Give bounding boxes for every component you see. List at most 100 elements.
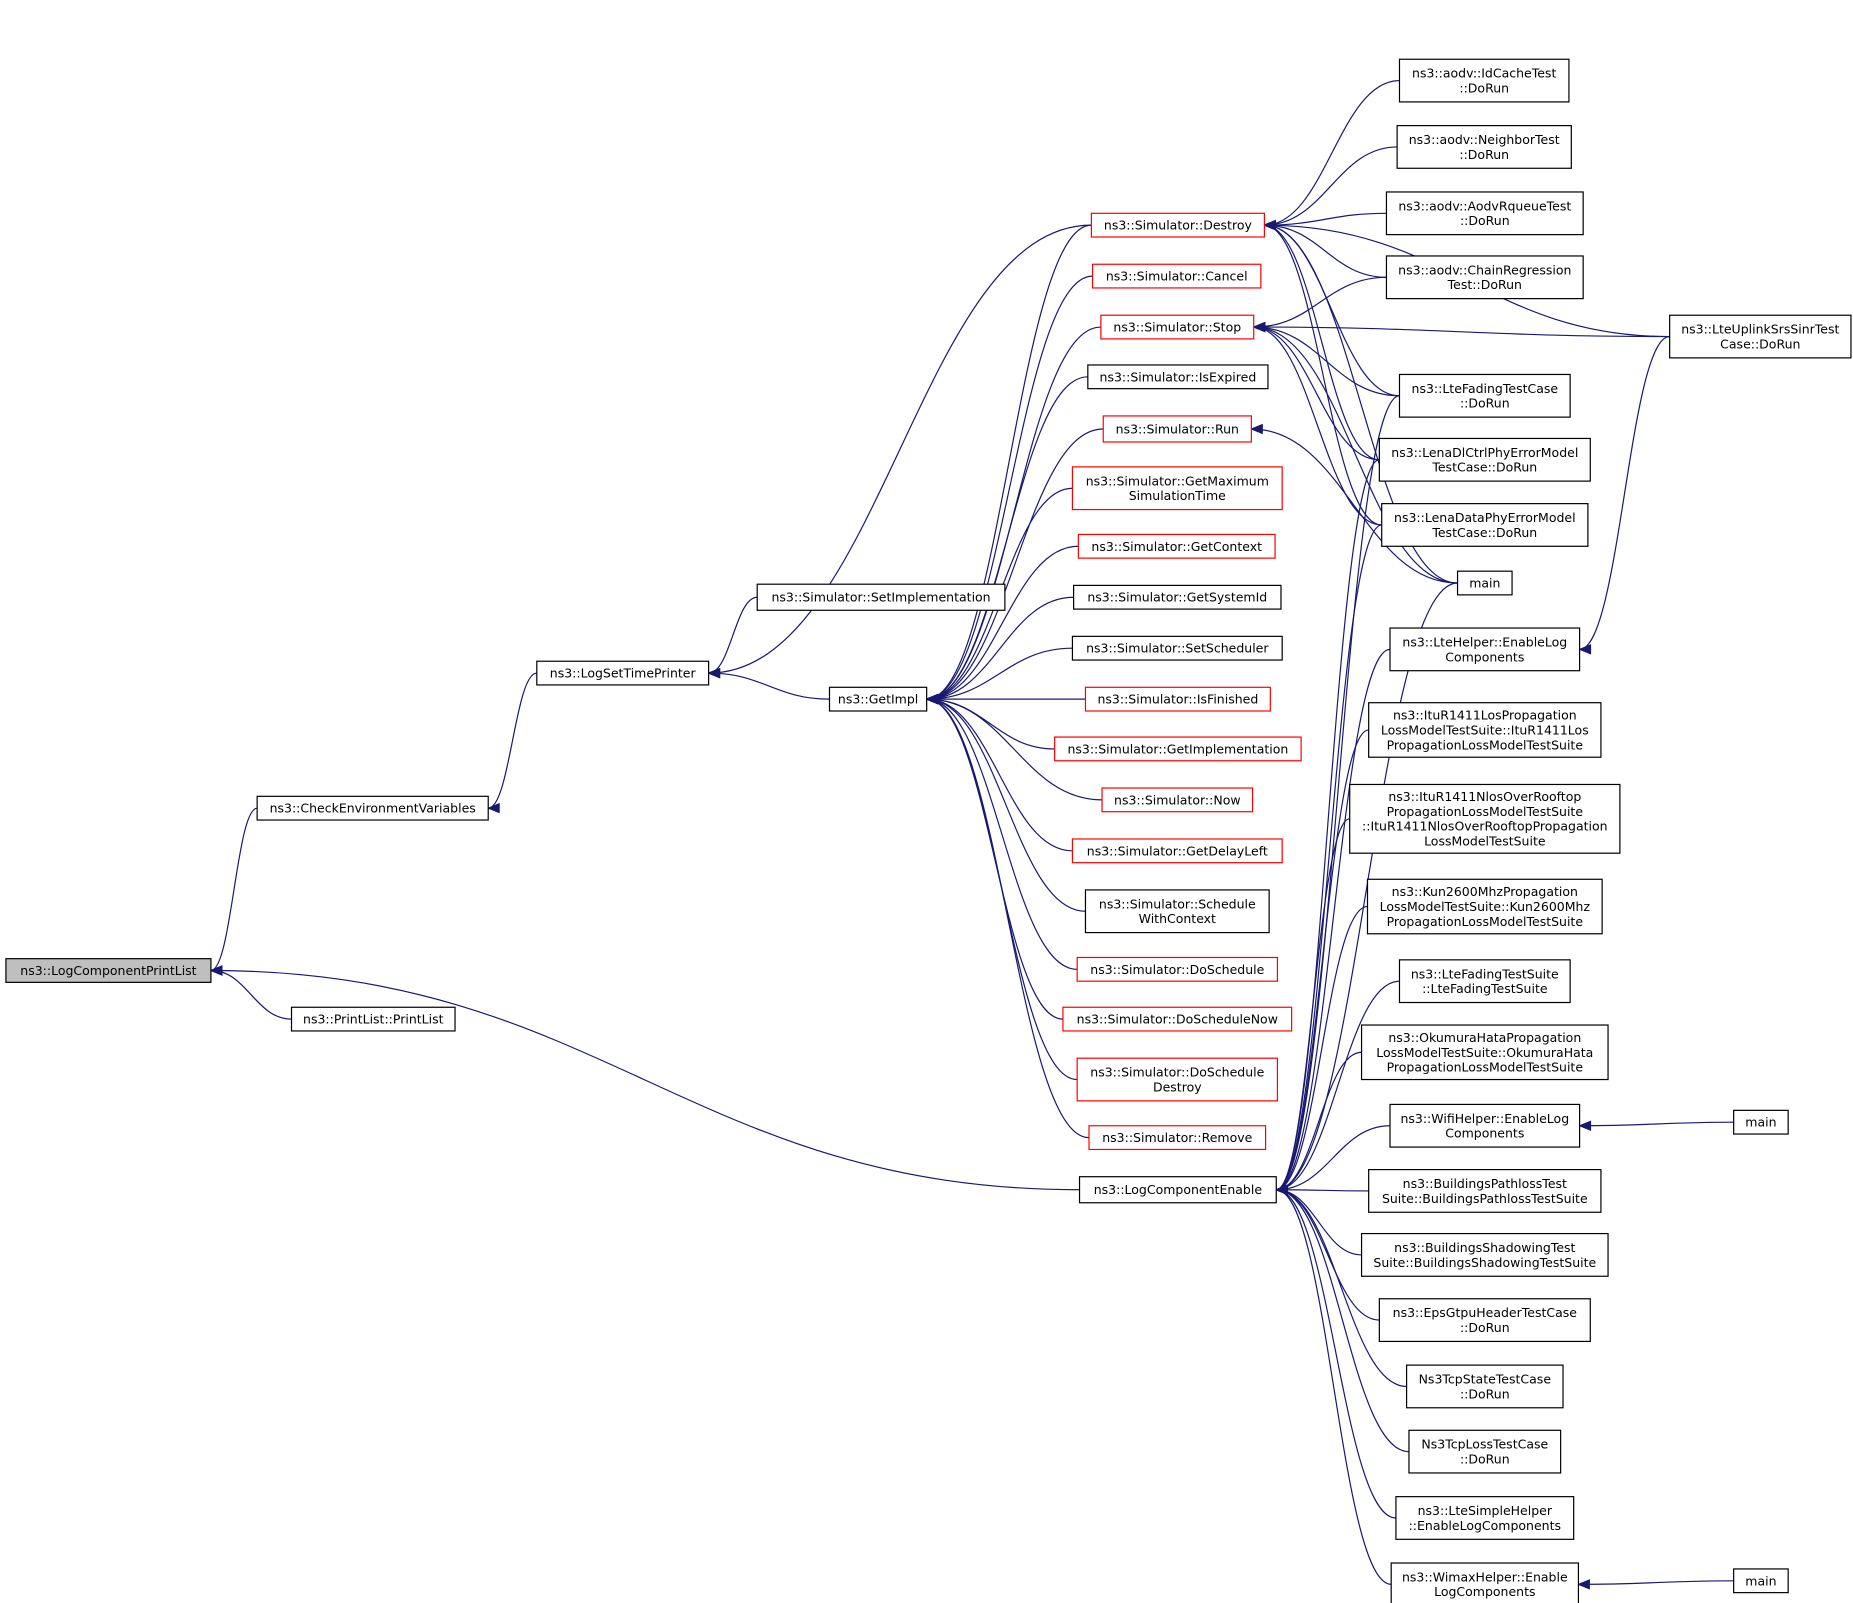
edge-itur1411nlos-to-logcompenable — [1276, 818, 1350, 1191]
node-label-main3-line-0: main — [1745, 1573, 1776, 1588]
node-setimpl[interactable]: ns3::Simulator::SetImplementation — [756, 583, 1006, 611]
node-box-cancel — [1091, 263, 1262, 289]
node-label-okumura-line-1: LossModelTestSuite::OkumuraHata — [1376, 1045, 1593, 1060]
node-logsettime[interactable]: ns3::LogSetTimePrinter — [536, 660, 710, 686]
edge-destroy-to-getimpl — [926, 224, 1092, 700]
node-ltehelper[interactable]: ns3::LteHelper::EnableLogComponents — [1389, 627, 1581, 672]
node-getdelay[interactable]: ns3::Simulator::GetDelayLeft — [1071, 838, 1283, 864]
node-label-chainreg-line-0: ns3::aodv::ChainRegression — [1398, 262, 1571, 277]
node-label-wifihelper-line-0: ns3::WifiHelper::EnableLog — [1400, 1111, 1569, 1126]
node-now[interactable]: ns3::Simulator::Now — [1101, 787, 1254, 813]
edge-getdelay-to-getimpl — [926, 698, 1073, 852]
node-isfinished[interactable]: ns3::Simulator::IsFinished — [1084, 686, 1271, 712]
node-box-lteuplink — [1669, 314, 1852, 359]
node-label-tcpstate-line-1: ::DoRun — [1460, 1386, 1510, 1401]
node-run[interactable]: ns3::Simulator::Run — [1102, 415, 1252, 443]
node-epsgtpu[interactable]: ns3::EpsGtpuHeaderTestCase::DoRun — [1378, 1298, 1591, 1343]
edge-getimpl-to-logsettime — [708, 672, 830, 700]
edge-neighbor-to-destroy — [1264, 146, 1398, 226]
node-neighbor[interactable]: ns3::aodv::NeighborTest::DoRun — [1396, 125, 1572, 169]
node-box-main1 — [1456, 570, 1513, 596]
edge-main1-to-stop — [1253, 326, 1458, 584]
node-stop[interactable]: ns3::Simulator::Stop — [1100, 314, 1255, 340]
node-main2[interactable]: main — [1733, 1109, 1789, 1135]
edge-lenadl-to-destroy — [1264, 224, 1380, 461]
node-box-check_env — [256, 795, 489, 821]
node-itur1411nlos[interactable]: ns3::ItuR1411NlosOverRooftopPropagationL… — [1349, 783, 1621, 854]
node-box-ltefadingsuite — [1398, 959, 1571, 1004]
node-box-root — [5, 958, 212, 983]
node-ltefadingsuite[interactable]: ns3::LteFadingTestSuite::LteFadingTestSu… — [1398, 959, 1571, 1004]
node-box-kun2600 — [1366, 878, 1603, 935]
node-buildpath[interactable]: ns3::BuildingsPathlossTestSuite::Buildin… — [1368, 1168, 1602, 1213]
node-box-okumura — [1360, 1024, 1609, 1081]
edge-isexpired-to-getimpl — [926, 376, 1088, 700]
node-wimax[interactable]: ns3::WimaxHelper::EnableLogComponents — [1390, 1562, 1580, 1603]
node-label-aodvrq-line-0: ns3::aodv::AodvRqueueTest — [1398, 198, 1571, 213]
edge-schedctx-to-getimpl — [926, 698, 1086, 912]
node-box-setsched — [1071, 635, 1283, 661]
edge-setimpl-to-logsettime — [708, 596, 758, 674]
node-setsched[interactable]: ns3::Simulator::SetScheduler — [1071, 635, 1283, 661]
node-label-setimpl-line-0: ns3::Simulator::SetImplementation — [771, 590, 990, 605]
node-label-wifihelper-line-1: Components — [1445, 1126, 1524, 1141]
node-lenadl[interactable]: ns3::LenaDlCtrlPhyErrorModelTestCase::Do… — [1378, 437, 1591, 482]
node-label-tcploss-line-0: Ns3TcpLossTestCase — [1421, 1437, 1548, 1452]
node-check_env[interactable]: ns3::CheckEnvironmentVariables — [256, 795, 489, 821]
edge-lenadl-to-stop — [1253, 326, 1380, 461]
node-wifihelper[interactable]: ns3::WifiHelper::EnableLogComponents — [1389, 1103, 1581, 1148]
arrow-head-main1-to-stop — [1252, 321, 1266, 333]
node-getimpl[interactable]: ns3::GetImpl — [828, 686, 928, 712]
node-destroy[interactable]: ns3::Simulator::Destroy — [1090, 212, 1265, 238]
node-okumura[interactable]: ns3::OkumuraHataPropagationLossModelTest… — [1360, 1024, 1609, 1081]
node-getimplementation[interactable]: ns3::Simulator::GetImplementation — [1054, 736, 1302, 762]
node-label-ltefadingsuite-line-1: ::LteFadingTestSuite — [1422, 981, 1548, 996]
node-label-lteuplink-line-0: ns3::LteUplinkSrsSinrTest — [1681, 322, 1839, 337]
node-ltefadingcase[interactable]: ns3::LteFadingTestCase::DoRun — [1398, 373, 1571, 418]
node-label-chainreg-line-1: Test::DoRun — [1447, 277, 1522, 292]
node-cancel[interactable]: ns3::Simulator::Cancel — [1091, 263, 1262, 289]
edge-chainreg-to-destroy — [1264, 224, 1387, 278]
node-label-run-line-0: ns3::Simulator::Run — [1116, 421, 1239, 436]
node-label-tcploss-line-1: ::DoRun — [1460, 1452, 1510, 1467]
node-idcache[interactable]: ns3::aodv::IdCacheTest::DoRun — [1398, 58, 1570, 103]
arrow-head-main2-to-wifihelper — [1578, 1120, 1592, 1131]
node-itur1411los[interactable]: ns3::ItuR1411LosPropagationLossModelTest… — [1368, 702, 1602, 758]
node-label-ltesimple-line-1: ::EnableLogComponents — [1409, 1518, 1561, 1533]
node-box-tcpstate — [1405, 1364, 1564, 1409]
node-label-getmax-line-0: ns3::Simulator::GetMaximum — [1086, 473, 1269, 488]
edge-setsched-to-getimpl — [926, 647, 1073, 700]
node-tcploss[interactable]: Ns3TcpLossTestCase::DoRun — [1408, 1429, 1562, 1474]
node-root[interactable]: ns3::LogComponentPrintList — [5, 958, 212, 983]
node-remove[interactable]: ns3::Simulator::Remove — [1088, 1125, 1267, 1151]
edge-tcploss-to-logcompenable — [1276, 1189, 1409, 1453]
node-main3[interactable]: main — [1733, 1568, 1789, 1594]
edge-lenadata-to-destroy — [1264, 224, 1382, 526]
node-getsysid[interactable]: ns3::Simulator::GetSystemId — [1073, 584, 1282, 610]
node-lenadata[interactable]: ns3::LenaDataPhyErrorModelTestCase::DoRu… — [1381, 503, 1589, 547]
node-main1[interactable]: main — [1456, 570, 1513, 596]
arrow-head-main1-to-destroy — [1263, 219, 1276, 231]
node-dosched[interactable]: ns3::Simulator::DoSchedule — [1076, 956, 1279, 982]
node-isexpired[interactable]: ns3::Simulator::IsExpired — [1087, 364, 1269, 390]
node-printlist[interactable]: ns3::PrintList::PrintList — [290, 1006, 456, 1032]
node-aodvrq[interactable]: ns3::aodv::AodvRqueueTest::DoRun — [1385, 191, 1584, 236]
node-ltesimple[interactable]: ns3::LteSimpleHelper::EnableLogComponent… — [1395, 1496, 1575, 1540]
node-box-isexpired — [1087, 364, 1269, 390]
node-label-kun2600-line-0: ns3::Kun2600MhzPropagation — [1392, 884, 1578, 899]
node-buildshadow[interactable]: ns3::BuildingsShadowingTestSuite::Buildi… — [1360, 1232, 1609, 1277]
edge-kun2600-to-logcompenable — [1276, 905, 1368, 1191]
node-tcpstate[interactable]: Ns3TcpStateTestCase::DoRun — [1405, 1364, 1564, 1409]
node-label-lteuplink-line-1: Case::DoRun — [1720, 336, 1800, 351]
node-kun2600[interactable]: ns3::Kun2600MhzPropagationLossModelTestS… — [1366, 878, 1603, 935]
node-getcontext[interactable]: ns3::Simulator::GetContext — [1077, 533, 1276, 559]
node-box-isfinished — [1084, 686, 1271, 712]
node-doschednow[interactable]: ns3::Simulator::DoScheduleNow — [1062, 1006, 1293, 1032]
node-logcompenable[interactable]: ns3::LogComponentEnable — [1078, 1176, 1277, 1204]
